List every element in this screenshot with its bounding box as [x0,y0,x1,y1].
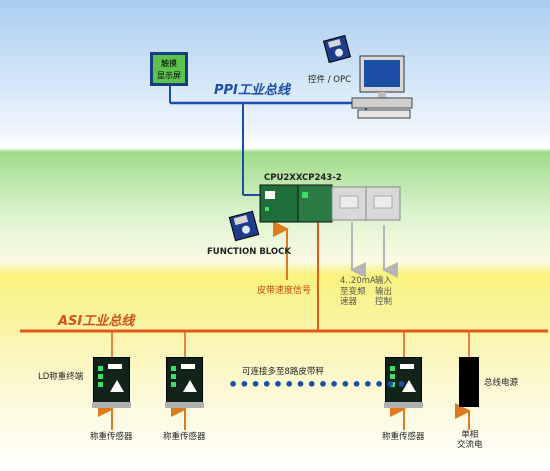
analog-line2: 至变频 [340,286,366,297]
power-label: 总线电源 [484,378,519,388]
touch-screen-line1: 触摸 [161,59,177,68]
floppy-icon-fb [228,210,260,242]
io-output-label: 输入 输出 控制 [375,276,392,308]
ac-supply-label: 单相 交流电 [457,430,483,451]
pc-label: 控件 / OPC [308,75,352,85]
belt-speed-label: 皮带速度信号 [257,286,312,296]
ac-line1: 单相 [461,430,479,440]
io-line2: 输出 [375,286,393,297]
plc-rack [259,184,401,223]
io-line1: 输入 [375,276,393,286]
touch-screen: 触摸 显示屏 [150,52,188,86]
weighing-module-3 [384,357,423,408]
analog-line1: 4..20mA [340,276,376,286]
pc-icon [351,55,413,119]
cp-label: CP243-2 [302,173,342,183]
analog-output-label: 4..20mA 至变频 速器 [340,276,376,308]
connect-note: 可连接多至8路皮带秤 [242,367,324,377]
ellipsis-dots: •••••••••••••••• [228,375,408,394]
ac-line2: 交流电 [457,439,483,450]
function-block-label: FUNCTION BLOCK [207,247,291,257]
weighing-module-2 [165,357,204,408]
ld-terminal-label: LD称重终端 [38,372,84,382]
sensor-label-3: 称重传感器 [382,432,425,442]
cpu-label: CPU2XX [264,173,303,183]
asi-bus-label: ASI工业总线 [58,314,135,329]
touch-screen-line2: 显示屏 [157,71,181,80]
io-line3: 控制 [375,297,393,308]
sensor-label-2: 称重传感器 [163,432,206,442]
floppy-icon-pc [322,34,352,64]
sensor-label-1: 称重传感器 [90,432,133,442]
ppi-bus-label: PPI工业总线 [214,83,290,98]
analog-line3: 速器 [340,297,358,308]
weighing-module-1 [92,357,131,408]
bus-power-supply [459,357,479,407]
